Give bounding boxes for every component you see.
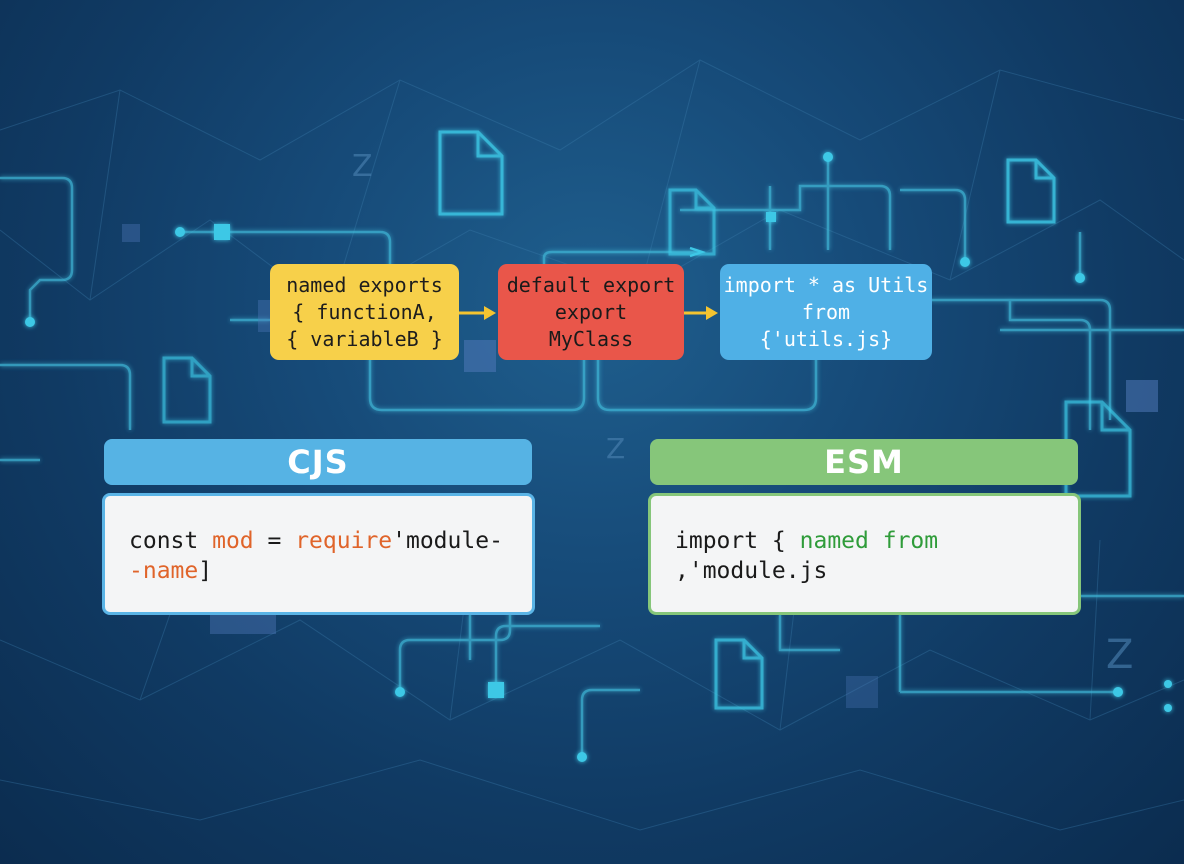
named-exports-variable: { variableB }	[286, 326, 443, 351]
z-glyph: Z	[1106, 632, 1133, 678]
file-icon	[668, 188, 716, 256]
code-keyword-from: from	[882, 528, 939, 554]
esm-code-line-1: import { named from	[675, 526, 1054, 556]
cjs-header: CJS	[104, 439, 532, 485]
code-bracket: ]	[198, 558, 213, 584]
cjs-code-panel: const mod = require'module- -name]	[102, 493, 535, 615]
named-exports-box: named exports { functionA, { variableB }	[270, 264, 459, 360]
esm-header: ESM	[650, 439, 1078, 485]
code-string: 'module-	[392, 528, 503, 554]
import-all-box: import * as Utils from {'utils.js}	[720, 264, 932, 360]
code-identifier: mod	[212, 528, 254, 554]
arrow-right-icon	[684, 306, 718, 320]
code-string: ,'module.js	[675, 558, 828, 584]
file-icon	[438, 130, 504, 216]
import-all-source: {'utils.js}	[759, 326, 893, 351]
esm-title: ESM	[824, 443, 904, 481]
esm-code-panel: import { named from ,'module.js	[648, 493, 1081, 615]
cjs-code-line-1: const mod = require'module-	[129, 526, 508, 556]
cjs-title: CJS	[287, 443, 349, 481]
code-keyword: const	[129, 528, 199, 554]
code-operator: =	[253, 528, 296, 554]
named-exports-title: named exports	[286, 272, 443, 297]
arrow-right-icon	[689, 246, 706, 258]
z-glyph: Z	[606, 432, 625, 465]
import-all-statement: import * as Utils	[723, 272, 929, 297]
z-glyph: Z	[352, 149, 373, 184]
code-function: require	[295, 528, 393, 554]
code-space	[198, 528, 212, 554]
esm-code-line-2: ,'module.js	[675, 556, 1054, 586]
file-icon	[162, 356, 212, 424]
circuit-traces	[0, 160, 1184, 756]
arrow-right-icon	[459, 306, 496, 320]
default-export-title: default export	[506, 272, 676, 297]
circuit-nodes	[25, 152, 1172, 762]
z-glyphs: Z Z Z	[352, 149, 1133, 678]
file-icon	[1006, 158, 1056, 224]
named-exports-function: { functionA,	[292, 299, 437, 324]
import-all-from: from	[801, 299, 851, 324]
code-keyword: import {	[675, 528, 800, 554]
code-space	[869, 528, 883, 554]
cjs-code-line-2: -name]	[129, 556, 508, 586]
file-icon	[714, 638, 764, 710]
code-string-cont: -name	[129, 558, 199, 584]
default-export-keyword: export	[554, 299, 628, 324]
default-export-class: MyClass	[548, 326, 634, 351]
code-identifier: named	[799, 528, 869, 554]
default-export-box: default export export MyClass	[498, 264, 684, 360]
